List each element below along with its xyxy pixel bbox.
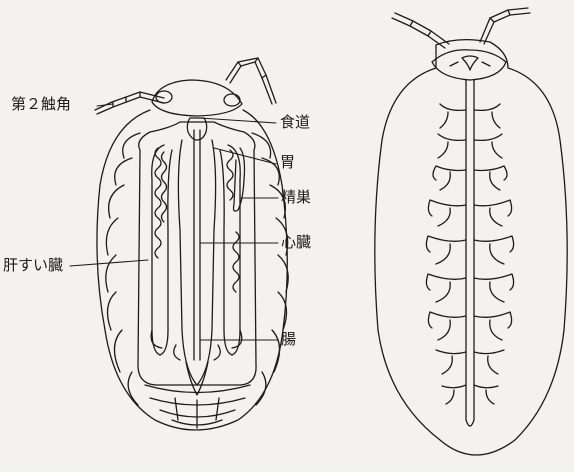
label-antenna2: 第２触角 — [11, 97, 71, 112]
right-antenna — [226, 58, 276, 104]
hepatopancreas-right — [220, 145, 240, 355]
label-testis: 精巣 — [281, 190, 311, 205]
dissected-isopod — [95, 58, 288, 430]
segments-left — [106, 133, 140, 405]
intestine-end — [186, 362, 208, 395]
right-fig-right-antenna — [480, 8, 530, 44]
testis-left — [155, 148, 161, 258]
whole-isopod — [375, 8, 567, 455]
body-outline — [97, 110, 287, 430]
esophagus — [187, 118, 206, 140]
whole-body-outline — [375, 40, 567, 455]
head-outline — [152, 80, 242, 116]
heart — [194, 130, 200, 360]
lower-curls — [151, 330, 242, 360]
segments-right — [252, 133, 288, 405]
gut — [178, 140, 215, 385]
label-intestine: 腸 — [281, 332, 296, 347]
testis-right — [227, 150, 233, 200]
right-branches — [474, 104, 514, 404]
label-hepatopancreas: 肝すい臓 — [3, 258, 63, 273]
testis-right-lower — [233, 232, 239, 292]
label-esophagus: 食道 — [280, 115, 310, 130]
left-antenna — [95, 92, 164, 114]
label-stomach: 胃 — [280, 155, 295, 170]
label-heart: 心臓 — [281, 235, 311, 250]
testis-left-inner — [162, 152, 167, 222]
left-branches — [426, 104, 466, 404]
central-cord — [466, 80, 474, 426]
whole-head — [432, 50, 506, 80]
leader-stomach — [214, 148, 276, 164]
head-center-mark — [450, 56, 490, 70]
right-eye — [224, 94, 240, 106]
